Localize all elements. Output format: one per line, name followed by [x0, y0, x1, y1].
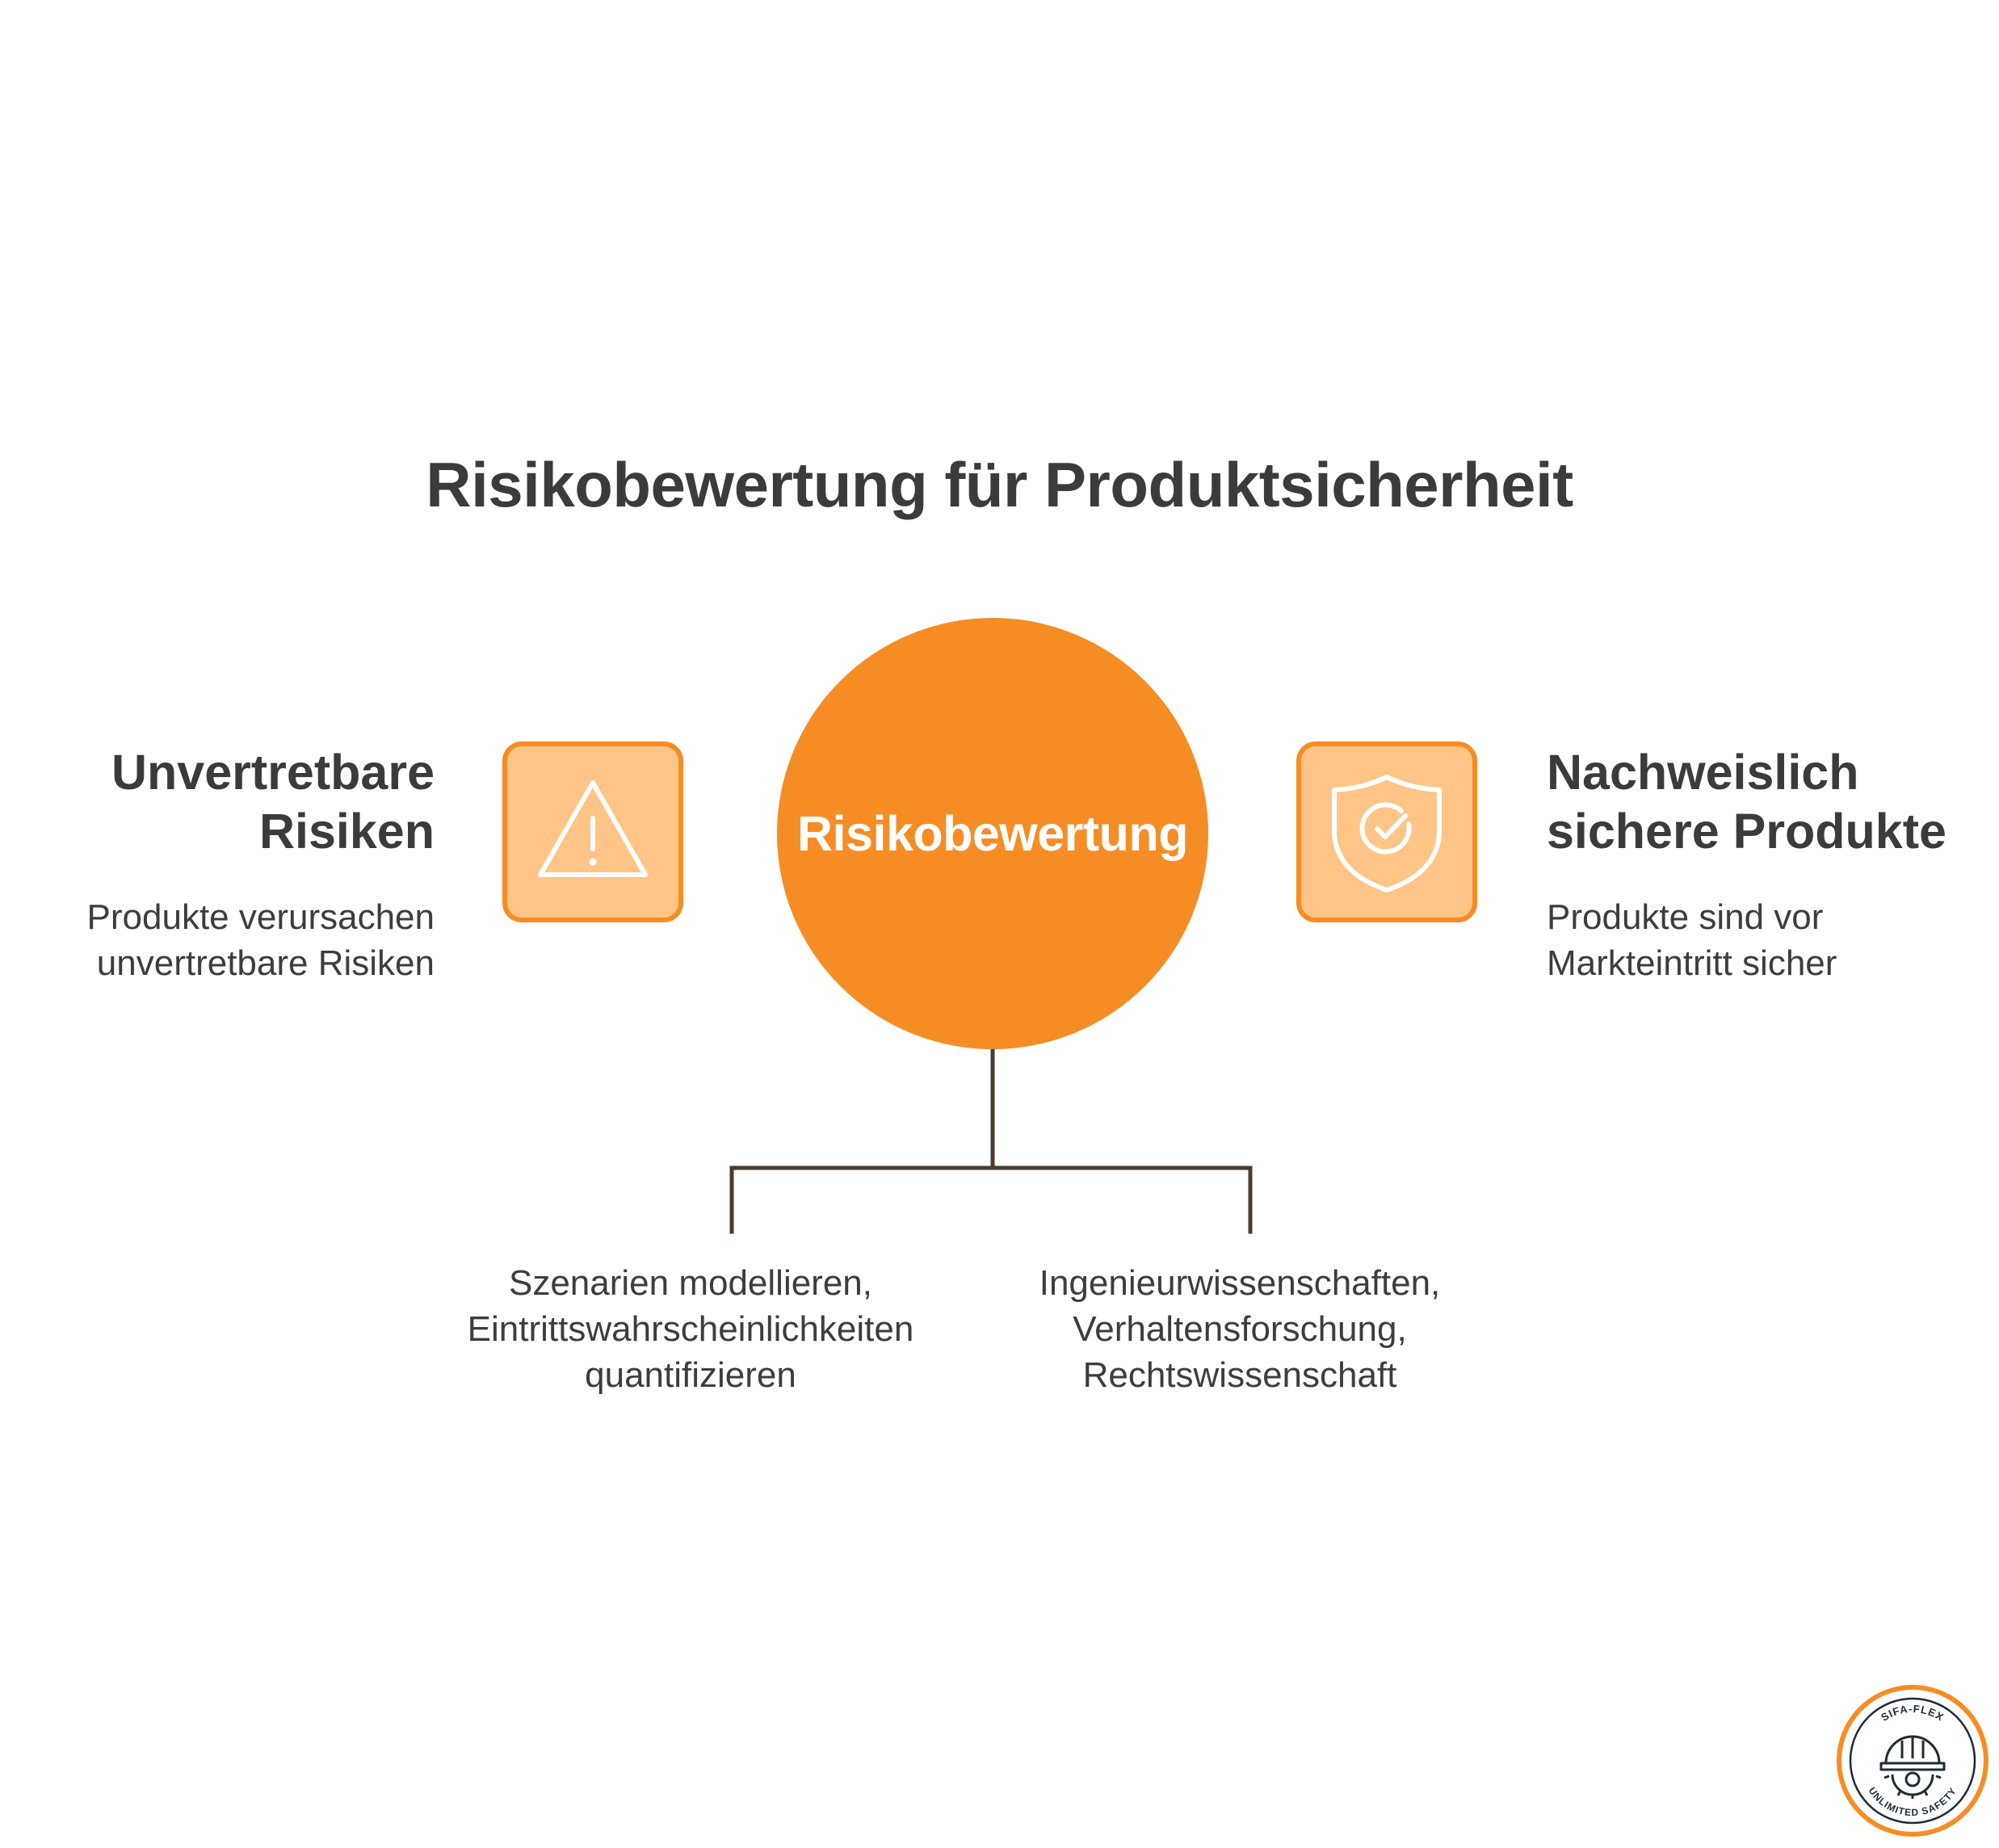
branch-right-line-1: Ingenieurwissenschaften,: [1039, 1263, 1441, 1303]
left-desc-line-1: Produkte verursachen: [86, 897, 435, 937]
center-label: Risikobewertung: [797, 806, 1188, 861]
hard-hat-gear-icon: [1879, 1735, 1946, 1799]
right-title-line-2: sichere Produkte: [1547, 804, 1947, 859]
sifa-flex-badge-logo: SIFA-FLEX UNLIMITED SAFETY: [1837, 1685, 1989, 1837]
warning-icon-box: [502, 741, 683, 922]
branch-left-line-2: Eintrittswahrscheinlichkeiten: [467, 1309, 914, 1349]
center-circle: Risikobewertung: [777, 618, 1208, 1049]
branch-left-line-1: Szenarien modellieren,: [508, 1263, 873, 1303]
shield-icon-box: [1296, 741, 1477, 922]
right-title: Nachweislich sichere Produkte: [1547, 743, 1947, 861]
shield-check-icon: [1332, 775, 1442, 892]
right-desc-line-1: Produkte sind vor: [1547, 897, 1824, 937]
branch-right-text: Ingenieurwissenschaften, Verhaltensforsc…: [977, 1260, 1502, 1398]
left-description: Produkte verursachen unvertretbare Risik…: [87, 894, 435, 986]
branch-right-line-3: Rechtswissenschaft: [1082, 1355, 1397, 1395]
left-title-line-2: Risiken: [259, 804, 435, 859]
warning-triangle-icon: [538, 780, 648, 877]
branch-left-line-3: quantifizieren: [585, 1355, 796, 1395]
branch-left-text: Szenarien modellieren, Eintrittswahrsche…: [420, 1260, 961, 1398]
left-title: Unvertretbare Risiken: [111, 743, 435, 861]
right-title-line-1: Nachweislich: [1547, 745, 1859, 800]
page-title: Risikobewertung für Produktsicherheit: [426, 449, 1573, 520]
left-desc-line-2: unvertretbare Risiken: [96, 943, 435, 983]
right-description: Produkte sind vor Markteintritt sicher: [1547, 894, 1837, 986]
right-desc-line-2: Markteintritt sicher: [1547, 943, 1837, 983]
branch-right-line-2: Verhaltensforschung,: [1073, 1309, 1407, 1349]
left-title-line-1: Unvertretbare: [111, 745, 435, 800]
